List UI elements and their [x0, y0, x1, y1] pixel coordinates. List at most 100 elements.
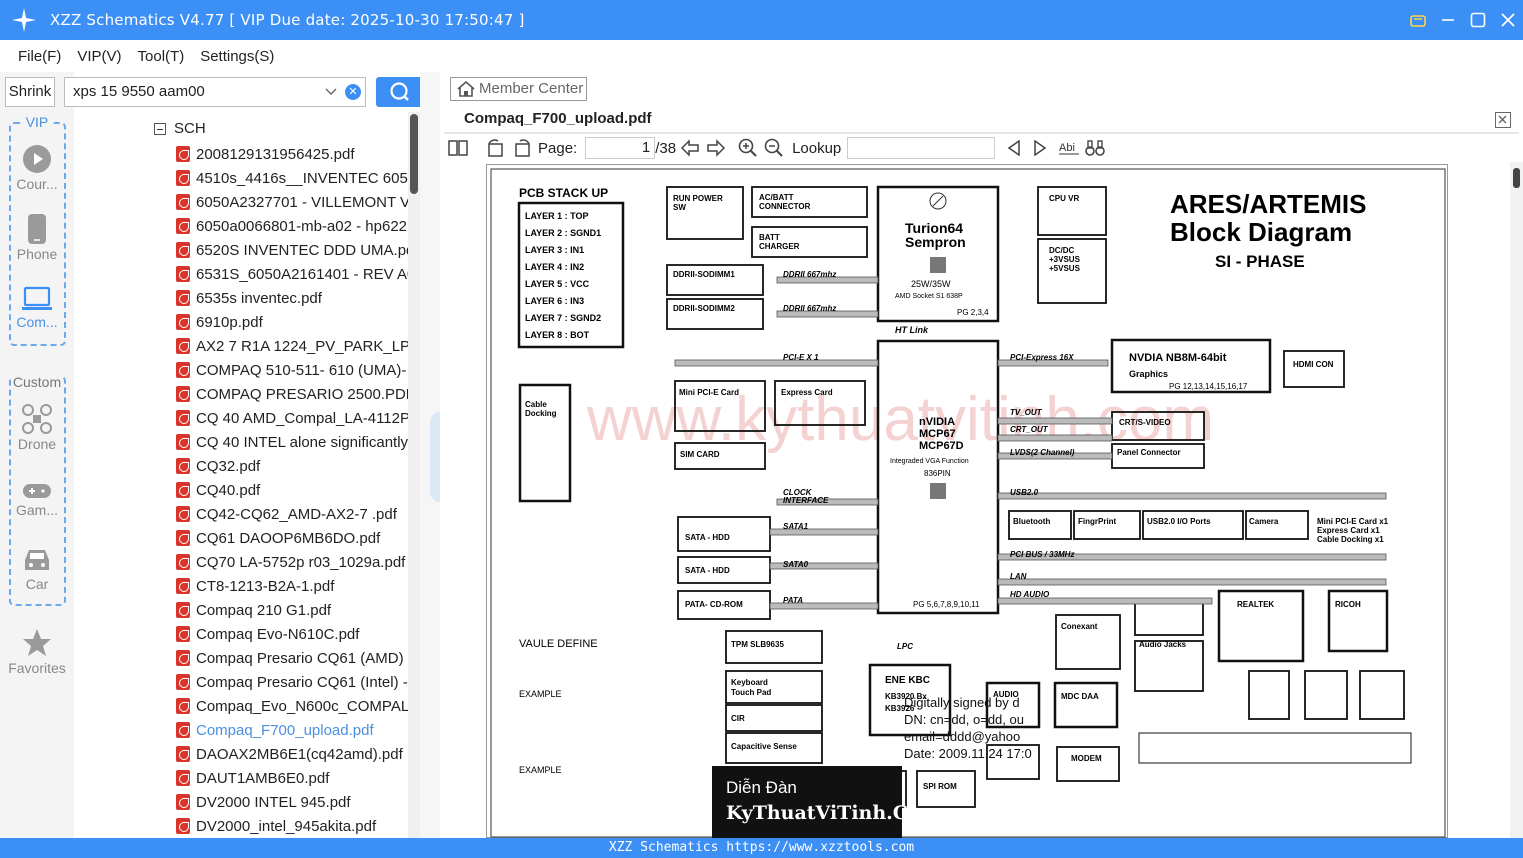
find-next-icon[interactable] — [1033, 140, 1047, 156]
file-list-item[interactable]: DAOAX2MB6E1(cq42amd).pdf — [176, 742, 408, 766]
pdf-file-icon — [176, 482, 190, 498]
file-list-item[interactable]: COMPAQ 510-511- 610 (UMA)- — [176, 358, 408, 382]
sidebar-item-favorites[interactable]: Favorites — [0, 628, 74, 676]
collapse-icon[interactable] — [154, 122, 166, 135]
close-tab-icon[interactable] — [1495, 112, 1511, 128]
document-tab[interactable]: Compaq_F700_upload.pdf — [464, 110, 652, 127]
file-list-item[interactable]: Compaq_F700_upload.pdf — [176, 718, 408, 742]
file-list-item[interactable]: 6050A2327701 - VILLEMONT VV — [176, 190, 408, 214]
file-list-item[interactable]: CQ 40 INTEL alone significantly — [176, 430, 408, 454]
svg-text:PG 2,3,4: PG 2,3,4 — [957, 308, 989, 317]
file-list-item[interactable]: DV2000 INTEL 945.pdf — [176, 790, 408, 814]
svg-text:SW: SW — [673, 203, 686, 212]
lookup-input[interactable] — [847, 137, 996, 159]
pdf-file-icon — [176, 626, 190, 642]
sidebar-item-car[interactable]: Car — [0, 546, 74, 592]
minimize-icon[interactable] — [1433, 0, 1463, 40]
menu-tool[interactable]: Tool(T) — [137, 47, 185, 65]
find-previous-icon[interactable] — [1007, 140, 1021, 156]
file-list-item[interactable]: Compaq 210 G1.pdf — [176, 598, 408, 622]
document-area[interactable]: www.kythuatvitinh.com PCB STACK UP LAYER… — [440, 162, 1523, 838]
sidebar-item-game[interactable]: Gam... — [0, 482, 74, 518]
file-name: COMPAQ 510-511- 610 (UMA)- — [196, 361, 407, 379]
menu-settings[interactable]: Settings(S) — [200, 47, 275, 65]
maximize-icon[interactable] — [1463, 0, 1493, 40]
member-center-button[interactable]: Member Center — [450, 77, 587, 101]
zoom-in-icon[interactable] — [738, 138, 758, 158]
zoom-out-icon[interactable] — [764, 138, 784, 158]
sidebar-item-phone[interactable]: Phone — [0, 214, 74, 262]
svg-text:FingrPrint: FingrPrint — [1078, 517, 1117, 526]
chevron-down-icon[interactable] — [325, 78, 337, 106]
file-list-item[interactable]: 2008129131956425.pdf — [176, 142, 408, 166]
file-list-item[interactable]: CQ70 LA-5752p r03_1029a.pdf — [176, 550, 408, 574]
svg-text:TPM SLB9635: TPM SLB9635 — [731, 640, 784, 649]
file-list-item[interactable]: 6520S INVENTEC DDD UMA.pdf — [176, 238, 408, 262]
close-icon[interactable] — [1493, 0, 1523, 40]
document-scrollbar[interactable] — [1510, 162, 1523, 838]
file-name: 6050a0066801-mb-a02 - hp622 — [196, 217, 408, 235]
file-name: Compaq_F700_upload.pdf — [196, 721, 374, 739]
file-list-item[interactable]: 4510s_4416s__INVENTEC 6050A2 — [176, 166, 408, 190]
document-scroll-thumb[interactable] — [1513, 168, 1520, 188]
file-list-item[interactable]: AX2 7 R1A 1224_PV_PARK_LP H — [176, 334, 408, 358]
next-page-icon[interactable] — [706, 139, 726, 157]
file-list-item[interactable]: CQ32.pdf — [176, 454, 408, 478]
rotate-left-icon[interactable] — [486, 139, 506, 157]
file-list-item[interactable]: Compaq Presario CQ61 (AMD) - — [176, 646, 408, 670]
svg-text:SATA1: SATA1 — [783, 522, 809, 531]
file-list-item[interactable]: 6535s inventec.pdf — [176, 286, 408, 310]
tree-folder-sch[interactable]: SCH — [154, 120, 206, 137]
vip-crown-icon[interactable] — [1403, 0, 1433, 40]
file-list-item[interactable]: 6910p.pdf — [176, 310, 408, 334]
menu-vip[interactable]: VIP(V) — [77, 47, 122, 65]
file-list-item[interactable]: CQ42-CQ62_AMD-AX2-7 .pdf — [176, 502, 408, 526]
file-list-item[interactable]: DV2000_intel_945akita.pdf — [176, 814, 408, 838]
sidebar-item-course[interactable]: Cour... — [0, 144, 74, 192]
title-bar: XZZ Schematics V4.77 [ VIP Due date: 202… — [0, 0, 1523, 40]
svg-text:ENE KBC: ENE KBC — [885, 675, 930, 686]
search-input[interactable]: xps 15 9550 aam00 ✕ — [64, 77, 366, 107]
file-list-item[interactable]: Compaq Evo-N610C.pdf — [176, 622, 408, 646]
tree-scrollbar[interactable] — [408, 112, 420, 838]
file-list-item[interactable]: DAUT1AMB6E0.pdf — [176, 766, 408, 790]
file-list-item[interactable]: CQ40.pdf — [176, 478, 408, 502]
two-page-icon[interactable] — [448, 139, 468, 157]
sidebar-item-computer[interactable]: Com... — [0, 286, 74, 330]
collapse-handle[interactable] — [430, 412, 440, 502]
menu-file[interactable]: File(F) — [18, 47, 62, 65]
svg-text:Integraded VGA Function: Integraded VGA Function — [890, 458, 969, 465]
file-list-item[interactable]: CQ 40 AMD_Compal_LA-4112P. — [176, 406, 408, 430]
svg-text:CHARGER: CHARGER — [759, 242, 800, 251]
whole-word-icon[interactable]: Abi — [1059, 140, 1080, 156]
shrink-button[interactable]: Shrink — [5, 77, 55, 107]
file-list-item[interactable]: CQ61 DAOOP6MB6DO.pdf — [176, 526, 408, 550]
previous-page-icon[interactable] — [680, 139, 700, 157]
panel-splitter[interactable] — [420, 72, 440, 838]
file-list-item[interactable]: 6050a0066801-mb-a02 - hp622 — [176, 214, 408, 238]
file-name: Compaq Presario CQ61 (Intel) - — [196, 673, 408, 691]
svg-text:Sempron: Sempron — [905, 234, 966, 250]
file-list-item[interactable]: 6531S_6050A2161401 - REV A03 — [176, 262, 408, 286]
rotate-right-icon[interactable] — [512, 139, 532, 157]
pcb-layer-label: LAYER 3 : IN1 — [525, 245, 584, 255]
clear-search-icon[interactable]: ✕ — [345, 84, 361, 100]
svg-text:AUDIO: AUDIO — [993, 690, 1019, 699]
file-list-item[interactable]: CT8-1213-B2A-1.pdf — [176, 574, 408, 598]
tree-scroll-thumb[interactable] — [410, 114, 418, 194]
svg-text:RICOH: RICOH — [1335, 600, 1361, 609]
svg-text:AMD Socket S1 638P: AMD Socket S1 638P — [895, 293, 963, 300]
file-list-item[interactable]: COMPAQ PRESARIO 2500.PDF — [176, 382, 408, 406]
pdf-file-icon — [176, 650, 190, 666]
binoculars-icon[interactable] — [1085, 139, 1106, 157]
pdf-file-icon — [176, 554, 190, 570]
pdf-file-icon — [176, 818, 190, 834]
pcb-layer-label: LAYER 6 : IN3 — [525, 296, 584, 306]
search-button[interactable] — [376, 77, 425, 107]
page-number-input[interactable]: 1 — [585, 137, 656, 159]
sidebar-item-drone[interactable]: Drone — [0, 404, 74, 452]
file-list-item[interactable]: Compaq_Evo_N600c_COMPAL_L — [176, 694, 408, 718]
file-list-item[interactable]: Compaq Presario CQ61 (Intel) - — [176, 670, 408, 694]
viewer-panel: Member Center Compaq_F700_upload.pdf Pag… — [440, 72, 1523, 838]
